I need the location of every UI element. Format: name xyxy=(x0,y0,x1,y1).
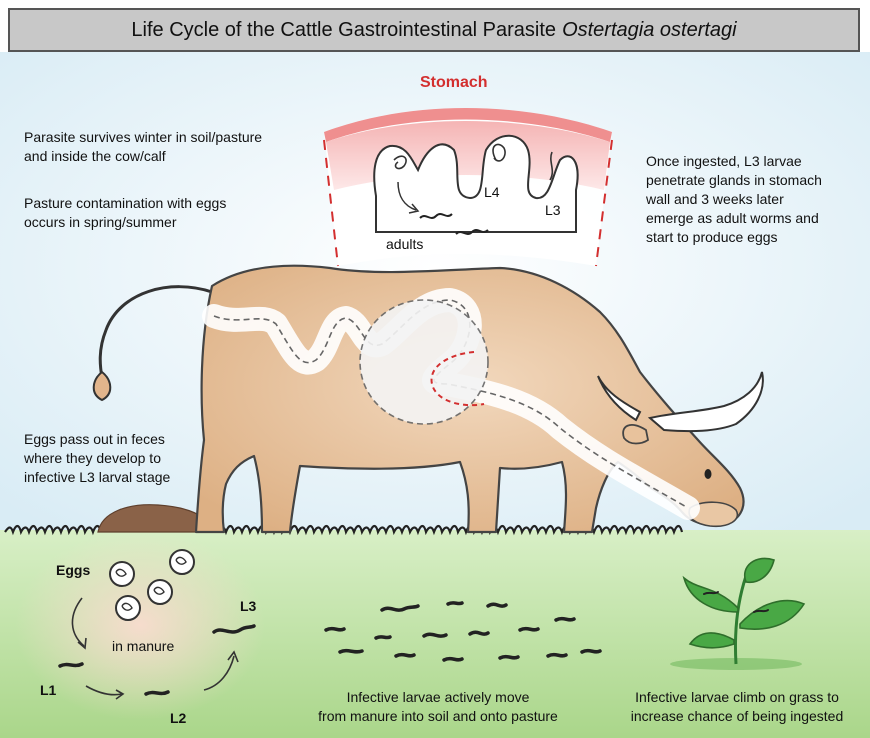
egg xyxy=(110,562,134,586)
pasture-larva xyxy=(424,634,446,636)
note-line: and inside the cow/calf xyxy=(24,147,324,166)
title-text: Life Cycle of the Cattle Gastrointestina… xyxy=(131,19,556,42)
caption-larvae-climb: Infective larvae climb on grass to incre… xyxy=(606,688,868,726)
note-line: penetrate glands in stomach xyxy=(646,171,866,190)
stomach-label-l3: L3 xyxy=(545,202,561,218)
caption-line: from manure into soil and onto pasture xyxy=(288,707,588,726)
pasture-larva xyxy=(326,629,344,630)
label-l3: L3 xyxy=(240,598,256,614)
note-line: infective L3 larval stage xyxy=(24,468,224,487)
pasture-larva xyxy=(470,632,488,634)
caption-line: Infective larvae climb on grass to xyxy=(606,688,868,707)
larva-on-leaf xyxy=(754,610,768,612)
caption-line: increase chance of being ingested xyxy=(606,707,868,726)
label-eggs: Eggs xyxy=(56,562,90,578)
stomach-label-l4: L4 xyxy=(484,184,500,200)
egg xyxy=(170,550,194,574)
pasture-larva xyxy=(548,655,566,656)
note-line: Parasite survives winter in soil/pasture xyxy=(24,128,324,147)
pasture-larva xyxy=(488,604,506,606)
pasture-larva xyxy=(396,655,414,656)
pasture-larva xyxy=(340,651,362,652)
stomach-heading: Stomach xyxy=(420,74,488,92)
pasture-larva xyxy=(500,657,518,658)
note-pasture-contamination: Pasture contamination with eggs occurs i… xyxy=(24,194,324,232)
label-in-manure: in manure xyxy=(112,638,174,654)
egg xyxy=(116,596,140,620)
note-ingestion: Once ingested, L3 larvae penetrate gland… xyxy=(646,152,866,247)
note-line: Once ingested, L3 larvae xyxy=(646,152,866,171)
pasture-larva xyxy=(556,619,574,620)
caption-line: Infective larvae actively move xyxy=(288,688,588,707)
egg xyxy=(148,580,172,604)
label-l1: L1 xyxy=(40,682,56,698)
title-banner: Life Cycle of the Cattle Gastrointestina… xyxy=(8,8,860,52)
pasture-larva xyxy=(444,659,462,660)
stomach-inset xyxy=(324,108,612,266)
note-line: where they develop to xyxy=(24,449,224,468)
note-line: Eggs pass out in feces xyxy=(24,430,224,449)
larva-l1 xyxy=(60,664,82,666)
pasture-larva xyxy=(376,637,390,638)
larva-l2 xyxy=(146,692,168,694)
caption-larvae-move: Infective larvae actively move from manu… xyxy=(288,688,588,726)
cow-eye xyxy=(705,469,712,479)
pasture-larva xyxy=(520,629,538,630)
pasture-larva xyxy=(448,603,462,604)
note-winter-survival: Parasite survives winter in soil/pasture… xyxy=(24,128,324,166)
rumen xyxy=(360,300,488,424)
note-line: Pasture contamination with eggs xyxy=(24,194,324,213)
note-line: occurs in spring/summer xyxy=(24,213,324,232)
note-line: wall and 3 weeks later xyxy=(646,190,866,209)
stomach-label-adults: adults xyxy=(386,236,423,252)
note-line: start to produce eggs xyxy=(646,228,866,247)
note-feces: Eggs pass out in feces where they develo… xyxy=(24,430,224,487)
species-name: Ostertagia ostertagi xyxy=(562,19,737,42)
note-line: emerge as adult worms and xyxy=(646,209,866,228)
larva-on-leaf xyxy=(704,592,718,594)
label-l2: L2 xyxy=(170,710,186,726)
pasture-larva xyxy=(582,651,600,652)
